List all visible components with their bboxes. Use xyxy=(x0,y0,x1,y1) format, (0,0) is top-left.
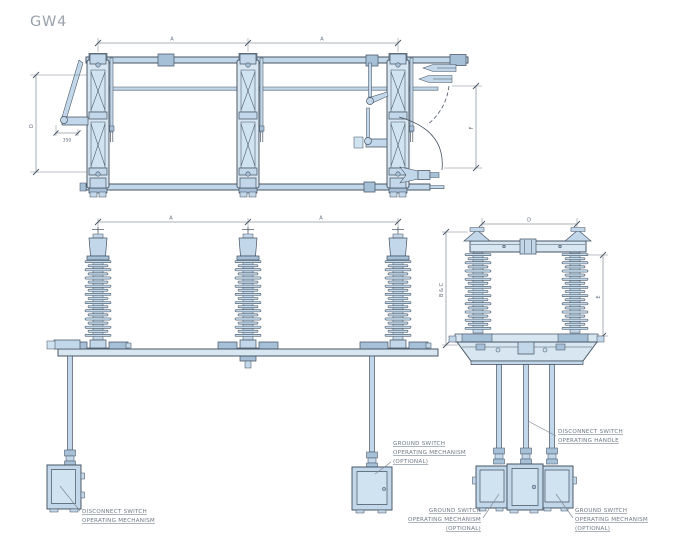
side-view-dimension-bc: B & C xyxy=(439,229,468,348)
leader-ground-mechanism-front xyxy=(375,462,391,474)
side-insulator-left xyxy=(464,252,492,334)
front-pole-right xyxy=(360,227,431,352)
cabinet-disconnect-handle xyxy=(507,464,543,513)
callout-ground-mechanism-front: GROUND SWITCH OPERATING MECHANISM (OPTIO… xyxy=(393,441,466,465)
top-view-right-linkage xyxy=(354,63,388,148)
top-view-left-linkage: 350 xyxy=(54,60,89,144)
callout-handle-line2: OPERATING HANDLE xyxy=(558,438,619,444)
callout-ground-left-line3: (OPTIONAL) xyxy=(446,526,481,532)
front-disconnect-rod xyxy=(65,356,76,465)
leader-ground-mechanism-right xyxy=(556,494,573,518)
callout-disconnect-mechanism-line2: OPERATING MECHANISM xyxy=(82,518,155,524)
callout-handle-line1: DISCONNECT SWITCH xyxy=(558,429,623,435)
leader-ground-mechanism-left xyxy=(483,494,499,518)
callout-disconnect-mechanism-line1: DISCONNECT SWITCH xyxy=(82,509,147,515)
dim-label-f: F xyxy=(469,126,475,129)
swing-arc-dashed xyxy=(427,86,449,125)
side-view: D B & C xyxy=(408,218,648,533)
cabinet-ground-mechanism-left xyxy=(473,466,509,511)
side-top-crossbar xyxy=(464,228,591,257)
side-operating-rods xyxy=(494,365,558,465)
callout-ground-left-line1: GROUND SWITCH xyxy=(429,508,481,514)
dim-label-e: E xyxy=(596,295,602,298)
cabinet-ground-mechanism-front xyxy=(352,467,392,513)
dim-label-bc: B & C xyxy=(439,282,445,297)
leader-disconnect-mechanism xyxy=(60,486,80,511)
top-view: A A xyxy=(29,37,482,198)
page-title: GW4 xyxy=(30,14,67,30)
front-base-beam xyxy=(58,349,438,356)
callout-ground-front-line2: OPERATING MECHANISM xyxy=(393,450,466,456)
callout-disconnect-mechanism: DISCONNECT SWITCH OPERATING MECHANISM xyxy=(82,509,155,524)
cabinet-ground-mechanism-right xyxy=(541,466,577,511)
callout-ground-mechanism-right: GROUND SWITCH OPERATING MECHANISM (OPTIO… xyxy=(575,508,648,532)
callout-ground-left-line2: OPERATING MECHANISM xyxy=(408,517,481,523)
callout-ground-front-line1: GROUND SWITCH xyxy=(393,441,445,447)
side-base-frame xyxy=(449,334,604,365)
callout-ground-right-line2: OPERATING MECHANISM xyxy=(575,517,648,523)
callout-ground-right-line3: (OPTIONAL) xyxy=(575,526,610,532)
dim-label-a1-top: A xyxy=(170,37,174,43)
front-left-elbow xyxy=(47,340,80,349)
plan-bottom-contact xyxy=(400,167,439,183)
front-view: A A xyxy=(47,216,466,524)
top-view-dimension-d: D xyxy=(29,72,87,175)
side-view-dimension-d: D xyxy=(479,218,580,237)
dim-label-350: 350 xyxy=(63,138,72,144)
dim-label-d-side: D xyxy=(527,218,531,224)
dim-label-a1-front: A xyxy=(169,216,173,222)
callout-ground-right-line1: GROUND SWITCH xyxy=(575,508,627,514)
top-view-dimension-f: F xyxy=(444,83,482,171)
side-view-dimension-e: E xyxy=(586,252,608,339)
leader-disconnect-handle xyxy=(528,421,556,436)
dim-label-a2-front: A xyxy=(319,216,323,222)
plan-contact-blades xyxy=(419,65,456,83)
dim-label-d-top: D xyxy=(29,124,35,128)
plan-bottom-stub xyxy=(430,186,444,189)
plan-pole-left xyxy=(86,53,115,189)
front-pole-middle xyxy=(218,227,278,368)
front-ground-rod xyxy=(367,356,378,467)
callout-ground-front-line3: (OPTIONAL) xyxy=(393,459,428,465)
plan-top-tube xyxy=(86,57,468,63)
cabinet-disconnect-mechanism xyxy=(47,465,85,512)
top-view-dimension-a: A A xyxy=(95,37,401,53)
dim-label-a2-top: A xyxy=(320,37,324,43)
callout-ground-mechanism-left: GROUND SWITCH OPERATING MECHANISM (OPTIO… xyxy=(408,508,481,532)
swing-arc-solid xyxy=(399,117,442,170)
callout-disconnect-handle: DISCONNECT SWITCH OPERATING HANDLE xyxy=(558,429,623,444)
side-insulator-right xyxy=(561,252,589,334)
plan-pole-middle xyxy=(236,53,265,189)
front-pole-left xyxy=(68,227,131,352)
